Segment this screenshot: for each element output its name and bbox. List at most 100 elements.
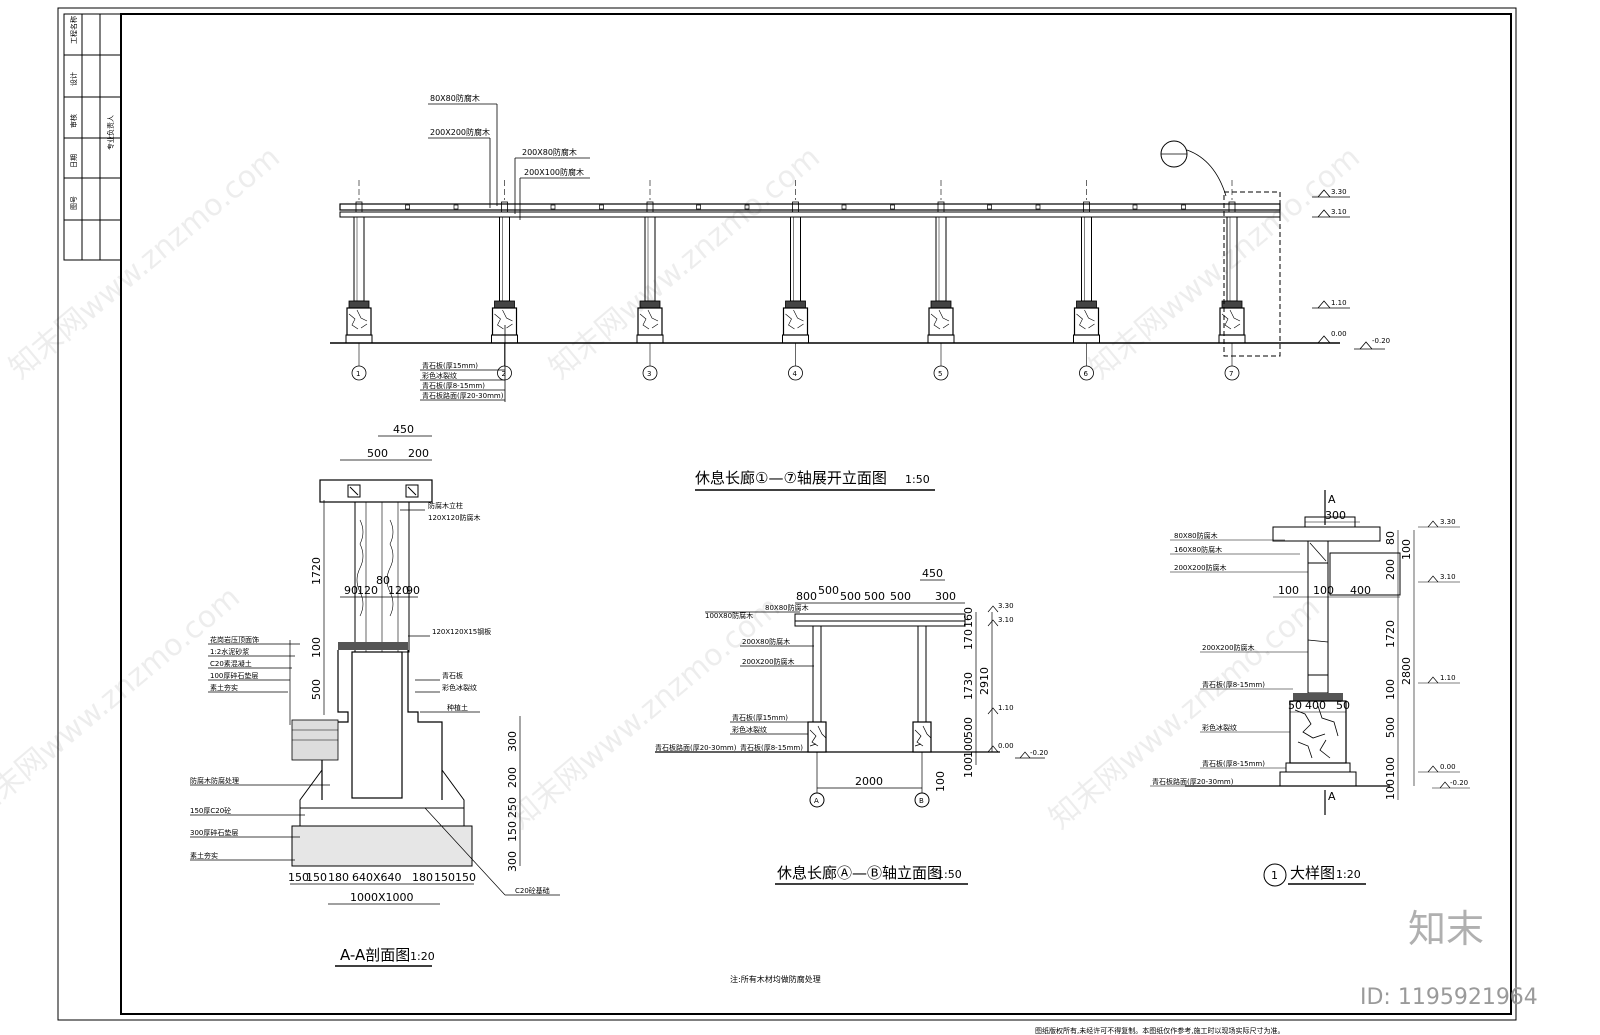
watermark-1: 知末网www.znzmo.com (3, 140, 287, 386)
detail-label-4: 200X200防腐木 (1202, 643, 1255, 652)
short-label-2: 100X80防腐木 (705, 611, 753, 620)
purlin-end (1132, 204, 1138, 210)
title-block-row-3: 审核 (69, 114, 78, 128)
short-top-dim-2: 800 (796, 590, 817, 603)
long-levels: 3.30 3.10 1.10 0.00 -0.20 (1312, 188, 1390, 350)
short-span: 2000 (855, 775, 883, 788)
short-top-dim-5: 500 (864, 590, 885, 603)
section-right-label-4: 青石板 (442, 671, 463, 680)
long-column: 3 (636, 180, 664, 381)
long-elevation-labels: 80X80防腐木 200X200防腐木 200X80防腐木 200X100防腐木… (420, 93, 590, 402)
detail-rdim-6: 500 (1384, 717, 1397, 738)
watermarks: 知末网www.znzmo.com 知末网www.znzmo.com 知末网www… (0, 140, 1367, 836)
long-axis-label: 6 (1084, 370, 1089, 378)
long-level-4: 0.00 (1331, 330, 1347, 338)
section-vdim-3: 500 (310, 679, 323, 700)
long-axis-label: 2 (502, 370, 506, 378)
title-block-row-1: 工程名称 (69, 16, 78, 44)
section-vdim-1: 1720 (310, 557, 323, 585)
detail-rdim-7: 100 (1384, 757, 1397, 778)
section-bdim-7: 150 (455, 871, 476, 884)
detail-levels: 3.30 3.10 1.10 0.00 -0.20 (1418, 518, 1470, 789)
short-axis-A-label: A (814, 797, 819, 805)
detail-rdim-4: 1720 (1384, 620, 1397, 648)
detail-label-6: 彩色冰裂纹 (1202, 723, 1237, 732)
short-levels: 3.30 3.10 1.10 0.00 -0.20 (987, 602, 1048, 759)
watermark-5: 知末网www.znzmo.com (503, 590, 787, 836)
short-level-5: -0.20 (1030, 749, 1048, 757)
section-bottom-total: 1000X1000 (350, 891, 414, 904)
long-axis-label: 5 (938, 370, 942, 378)
title-block: 工程名称 设计 审核 日期 图号 专业负责人 (63, 13, 122, 261)
short-elevation: 450 800 500 500 500 500 300 2000 100 160… (655, 567, 1048, 885)
detail-level-4: 0.00 (1440, 763, 1456, 771)
section-lower-label-1: 防腐木防腐处理 (190, 776, 239, 785)
short-axis-B-label: B (919, 797, 924, 805)
short-level-1: 3.30 (998, 602, 1014, 610)
title-block-stamp: 专业负责人 (106, 115, 115, 150)
section-top-dim-1: 450 (393, 423, 414, 436)
section-mid-dim-3: 80 (376, 574, 390, 587)
short-elevation-title: 休息长廊Ⓐ—Ⓑ轴立面图 (777, 864, 942, 882)
long-column: 7 (1218, 180, 1246, 381)
detail-base-dim-2: 400 (1305, 699, 1326, 712)
long-level-2: 3.10 (1331, 208, 1347, 216)
section-bdim-6: 150 (434, 871, 455, 884)
section-lower-label-4: 素土夯实 (190, 851, 218, 860)
detail-base-dim-3: 50 (1336, 699, 1350, 712)
section-lower-label-2: 150厚C20砼 (190, 806, 231, 815)
short-level-2: 3.10 (998, 616, 1014, 624)
title-block-row-2: 设计 (69, 72, 78, 86)
short-label-7: 青石板路面(厚20-30mm) (655, 743, 737, 752)
short-top-dim-7: 300 (935, 590, 956, 603)
detail-label-7: 青石板(厚8-15mm) (1202, 759, 1265, 768)
detail-level-5: -0.20 (1450, 779, 1468, 787)
section-mid-dim-1: 90 (344, 584, 358, 597)
section-rdim-2: 200 (506, 767, 519, 788)
section-bdim-4: 640X640 (352, 871, 402, 884)
section-title: A-A剖面图 (340, 946, 410, 964)
section-left-label-1: 花岗岩压顶面饰 (210, 635, 259, 644)
watermark-logo: 知末 (1408, 907, 1484, 951)
watermark-id: ID: 1195921964 (1360, 985, 1538, 1010)
section-rdim-5: 300 (506, 851, 519, 872)
detail-drawing: A A 300 100 100 400 50 400 50 80 100 (1150, 490, 1470, 887)
long-axis-label: 4 (793, 370, 798, 378)
long-column: 1 (345, 180, 373, 381)
detail-mid-dim-3: 400 (1350, 584, 1371, 597)
short-top-dim-3: 500 (818, 584, 839, 597)
short-label-8: 青石板(厚8-15mm) (740, 743, 803, 752)
short-top-dim-6: 500 (890, 590, 911, 603)
detail-scale: 1:20 (1336, 868, 1361, 881)
detail-level-3: 1.10 (1440, 674, 1456, 682)
long-axis-label: 1 (356, 370, 360, 378)
long-level-3: 1.10 (1331, 299, 1347, 307)
outer-frame (57, 7, 1517, 1021)
detail-rdim-3: 200 (1384, 559, 1397, 580)
short-axis-B (914, 792, 930, 808)
section-top-dim-2: 500 (367, 447, 388, 460)
long-level-1: 3.30 (1331, 188, 1347, 196)
purlin-end (453, 204, 459, 210)
watermark-6: 知末网www.znzmo.com (1043, 590, 1327, 836)
detail-rdim-2: 100 (1400, 539, 1413, 560)
detail-level-2: 3.10 (1440, 573, 1456, 581)
detail-section-mark-bottom: A (1328, 790, 1336, 803)
detail-level-1: 3.30 (1440, 518, 1456, 526)
purlin-end (550, 204, 556, 210)
section-right-label-5: 彩色冰裂纹 (442, 683, 477, 692)
long-label-4: 200X100防腐木 (524, 167, 584, 177)
short-axis-A (809, 792, 825, 808)
section-lower-label-3: 300厚碎石垫层 (190, 828, 238, 837)
long-label-2: 200X200防腐木 (430, 127, 490, 137)
section-rdim-4: 150 (506, 821, 519, 842)
section-mid-dim-2: 120 (357, 584, 378, 597)
section-scale: 1:20 (410, 950, 435, 963)
watermark-4: 知末网www.znzmo.com (0, 580, 247, 826)
short-rdim-6: 100 (962, 757, 975, 778)
title-block-row-4: 日期 (70, 154, 78, 168)
detail-label-8: 青石板路面(厚20-30mm) (1152, 777, 1234, 786)
detail-top-dim: 300 (1325, 509, 1346, 522)
short-label-3: 200X80防腐木 (742, 637, 790, 646)
purlin-end (696, 204, 701, 210)
